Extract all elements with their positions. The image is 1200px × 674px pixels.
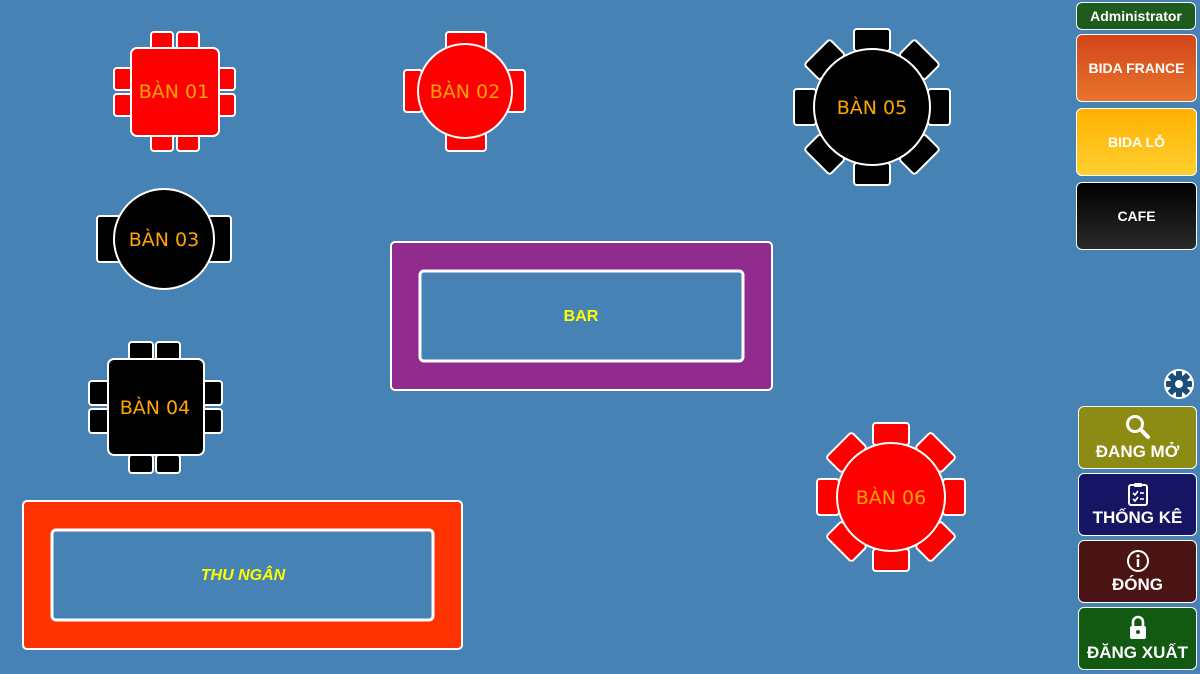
table-ban-01[interactable]: BÀN 01 xyxy=(113,31,236,152)
table-label: BÀN 02 xyxy=(430,80,500,103)
action-label: ĐÓNG xyxy=(1112,574,1163,594)
statistics-button[interactable]: THỐNG KÊ xyxy=(1078,473,1197,536)
table-ban-02[interactable]: BÀN 02 xyxy=(403,31,526,152)
close-button[interactable]: ĐÓNG xyxy=(1078,540,1197,603)
cashier-label: THU NGÂN xyxy=(201,565,286,584)
table-label: BÀN 05 xyxy=(837,96,907,119)
lock-icon xyxy=(1129,615,1146,639)
table-label: BÀN 04 xyxy=(120,396,190,419)
category-label: CAFE xyxy=(1117,208,1156,224)
info-icon xyxy=(1126,549,1149,572)
table-label: BÀN 03 xyxy=(129,228,199,251)
category-bida-france-button[interactable]: BIDA FRANCE xyxy=(1076,34,1197,102)
gear-icon xyxy=(1164,369,1194,399)
action-label: ĐĂNG XUẤT xyxy=(1086,642,1189,662)
open-tables-button[interactable]: ĐANG MỞ xyxy=(1078,406,1197,469)
logout-button[interactable]: ĐĂNG XUẤT xyxy=(1078,607,1197,670)
table-ban-05[interactable]: BÀN 05 xyxy=(793,28,951,186)
user-badge: Administrator xyxy=(1076,2,1196,30)
search-icon xyxy=(1125,414,1150,439)
table-label: BÀN 01 xyxy=(139,80,209,103)
table-label: BÀN 06 xyxy=(856,486,926,509)
category-label: BIDA LỖ xyxy=(1107,134,1166,150)
clipboard-check-icon xyxy=(1127,482,1148,506)
category-cafe-button[interactable]: CAFE xyxy=(1076,182,1197,250)
table-ban-06[interactable]: BÀN 06 xyxy=(816,422,966,572)
bar-label: BAR xyxy=(564,308,599,325)
settings-button[interactable] xyxy=(1162,367,1196,401)
category-label: BIDA FRANCE xyxy=(1088,60,1185,76)
bar-counter[interactable]: BAR xyxy=(390,241,773,391)
action-label: ĐANG MỞ xyxy=(1095,441,1180,461)
table-ban-04[interactable]: BÀN 04 xyxy=(88,341,223,474)
action-label: THỐNG KÊ xyxy=(1092,507,1183,527)
category-bida-lo-button[interactable]: BIDA LỖ xyxy=(1076,108,1197,176)
cashier-counter[interactable]: THU NGÂN xyxy=(22,500,463,650)
table-ban-03[interactable]: BÀN 03 xyxy=(96,188,232,290)
